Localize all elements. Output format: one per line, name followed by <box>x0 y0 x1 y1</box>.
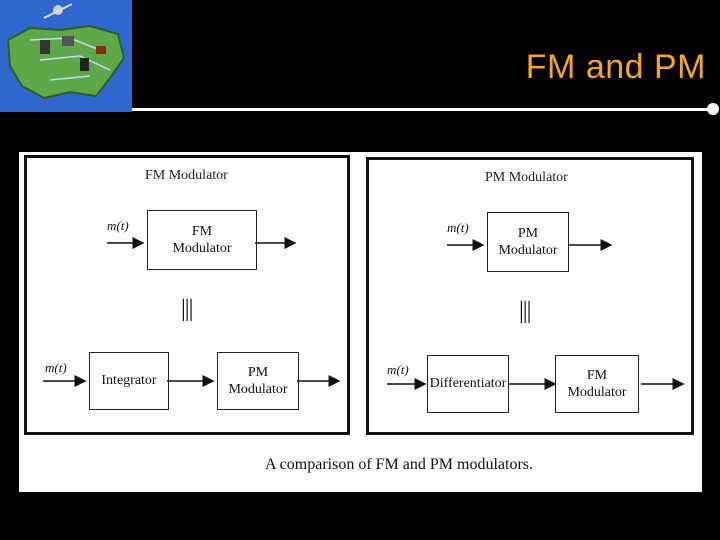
pm-modulator-panel: PM Modulator m(t) PM Modulator ||| m(t) … <box>366 157 694 435</box>
fm-bottom-input-label: m(t) <box>45 360 67 375</box>
pm-bottom-block-line1: FM <box>586 367 608 383</box>
figure-caption: A comparison of FM and PM modulators. <box>265 456 533 473</box>
fm-top-block-line1: FM <box>191 223 213 239</box>
pm-equivalence-mark: ||| <box>519 298 531 324</box>
pm-panel-title: PM Modulator <box>485 170 568 185</box>
fm-bottom-block-line1: PM <box>247 364 269 380</box>
slide-title: FM and PM <box>525 48 706 86</box>
fm-panel-title: FM Modulator <box>145 168 228 183</box>
pm-top-block-line1: PM <box>517 225 539 241</box>
pm-top-block: PM Modulator <box>487 212 569 272</box>
pm-bottom-input-label: m(t) <box>387 362 409 377</box>
fm-top-input-label: m(t) <box>107 218 129 233</box>
title-divider <box>132 108 714 111</box>
fm-top-block: FM Modulator <box>147 210 257 270</box>
pm-top-input-label: m(t) <box>447 220 469 235</box>
divider-end-dot <box>707 103 719 115</box>
fm-equivalence-mark: ||| <box>181 296 193 322</box>
modulator-comparison-figure: FM Modulator m(t) FM Modulator ||| m(t) … <box>19 152 702 492</box>
fm-bottom-block-line2: Modulator <box>228 382 288 397</box>
fm-top-block-line2: Modulator <box>172 241 232 256</box>
integrator-label: Integrator <box>101 373 157 389</box>
logo-image <box>0 0 132 112</box>
pm-top-block-line2: Modulator <box>498 243 558 258</box>
pm-bottom-block-line2: Modulator <box>567 385 627 400</box>
signal-arrows <box>43 237 685 390</box>
differentiator-block: Differentiator <box>427 355 509 413</box>
fm-modulator-panel: FM Modulator m(t) FM Modulator ||| m(t) … <box>24 155 350 435</box>
differentiator-label: Differentiator <box>429 376 507 392</box>
